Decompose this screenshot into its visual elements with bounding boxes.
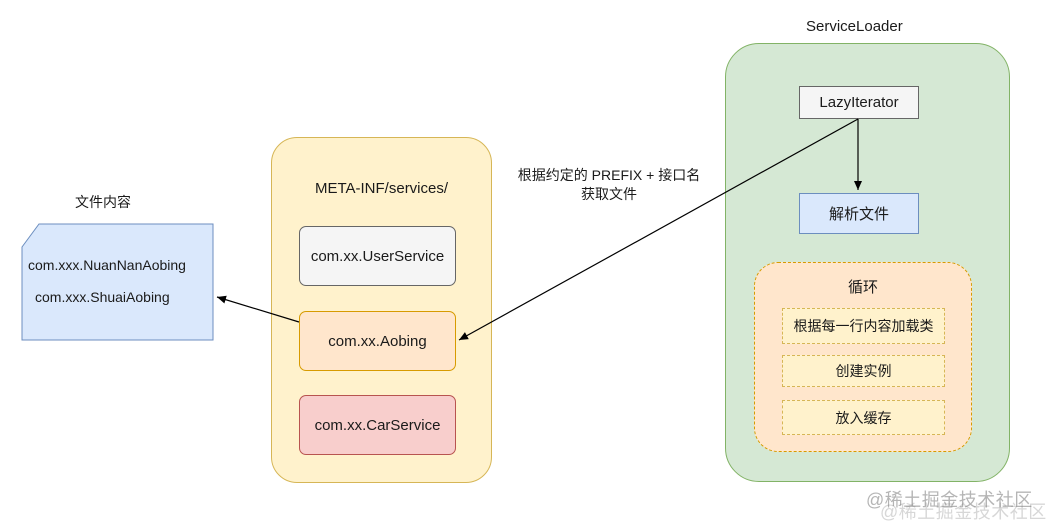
parse-file-node[interactable]: 解析文件 xyxy=(799,193,919,234)
edge-label: 根据约定的 PREFIX + 接口名 获取文件 xyxy=(494,166,724,204)
loop-step-load-class[interactable]: 根据每一行内容加载类 xyxy=(782,308,945,344)
loop-step-put-cache[interactable]: 放入缓存 xyxy=(782,400,945,435)
edge-lazy-to-aobing xyxy=(458,118,859,341)
edge-aobing-to-file xyxy=(216,295,300,323)
loop-step-create-instance[interactable]: 创建实例 xyxy=(782,355,945,387)
edge-label-line: 根据约定的 PREFIX + 接口名 xyxy=(517,167,701,183)
loop-title: 循环 xyxy=(847,279,878,296)
lazy-iterator-node[interactable]: LazyIterator xyxy=(799,86,919,119)
service-node-aobing[interactable]: com.xx.Aobing xyxy=(299,311,456,371)
watermark: @稀土掘金技术社区 xyxy=(866,490,1033,510)
edge-label-line: 获取文件 xyxy=(581,186,637,202)
service-loader-title: ServiceLoader xyxy=(806,18,903,35)
file-document-icon[interactable] xyxy=(21,223,214,341)
file-content-title: 文件内容 xyxy=(75,194,131,210)
file-content-line: com.xxx.ShuaiAobing xyxy=(35,289,170,305)
service-node-car[interactable]: com.xx.CarService xyxy=(299,395,456,455)
watermark-shadow: @稀土掘金技术社区 xyxy=(880,502,1047,522)
service-node-user[interactable]: com.xx.UserService xyxy=(299,226,456,286)
meta-inf-title: META-INF/services/ xyxy=(314,180,449,197)
file-content-line: com.xxx.NuanNanAobing xyxy=(28,257,186,273)
